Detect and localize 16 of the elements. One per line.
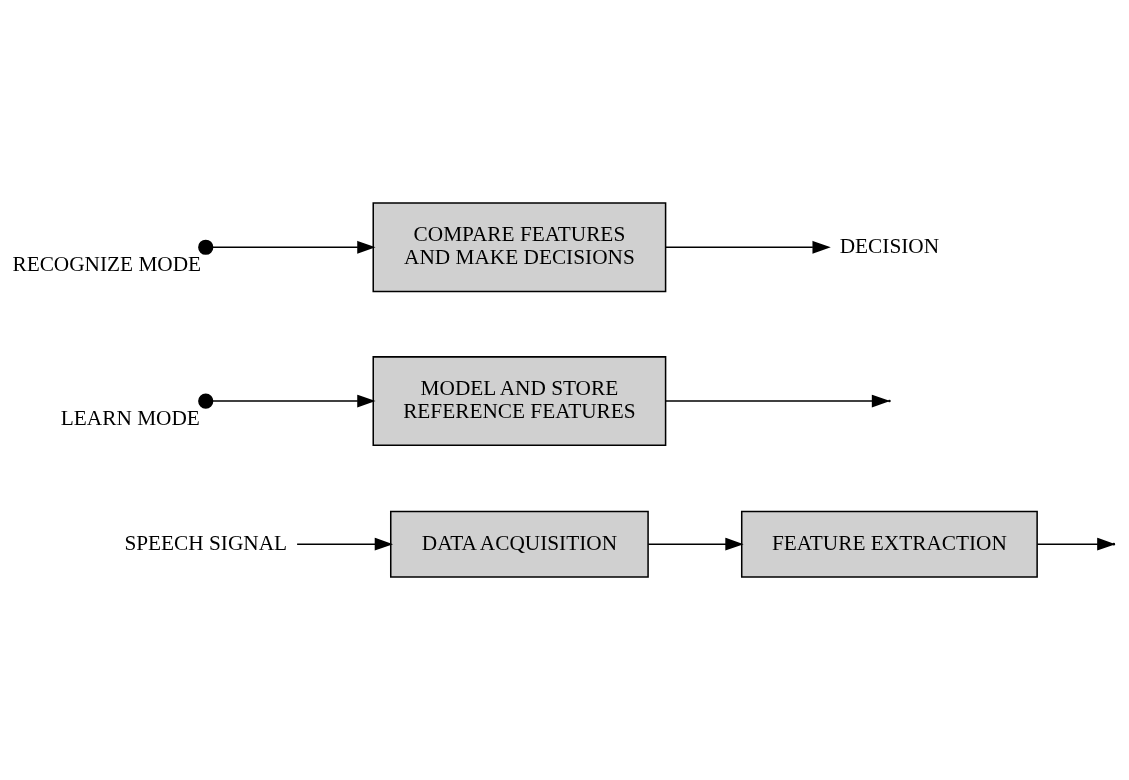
node-circle — [198, 393, 214, 409]
node-box: COMPARE FEATURES AND MAKE DECISIONS — [372, 202, 667, 293]
node-text: DECISION — [839, 233, 940, 258]
arrow — [647, 537, 744, 551]
arrow — [211, 240, 376, 254]
arrow — [296, 537, 393, 551]
node-circle — [198, 239, 214, 255]
node-box: FEATURE EXTRACTION — [740, 510, 1038, 578]
arrow — [211, 394, 376, 408]
node-box: MODEL AND STORE REFERENCE FEATURES — [372, 356, 667, 446]
node-label: LEARN MODE — [60, 405, 200, 430]
node-text: SPEECH SIGNAL — [124, 530, 288, 555]
arrow — [665, 394, 891, 408]
node-box: DATA ACQUISITION — [390, 510, 649, 578]
arrow — [665, 240, 831, 254]
node-label: RECOGNIZE MODE — [12, 252, 202, 277]
